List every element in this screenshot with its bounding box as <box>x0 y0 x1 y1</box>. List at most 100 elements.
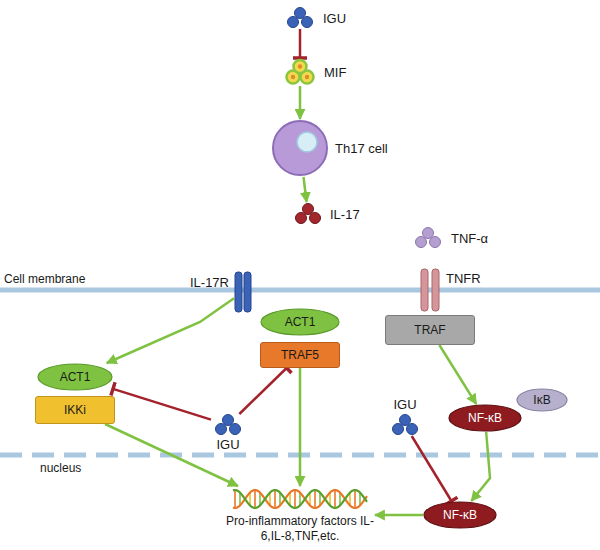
dna-base-pair <box>294 490 296 508</box>
oval-shape <box>424 502 496 528</box>
node-label: Th17 cell <box>335 141 388 156</box>
molecule-dot <box>230 424 241 435</box>
protein-oval: NF-κB <box>423 501 497 529</box>
drug-molecule-icon <box>211 414 245 436</box>
drug-molecule: IGU <box>388 414 422 436</box>
protein-box: IKKi <box>35 396 115 424</box>
molecule-dot <box>303 204 314 215</box>
dna-base-pair <box>314 490 316 508</box>
cytokine-molecule-icon <box>411 227 445 249</box>
node-text: ACT1 <box>60 370 91 384</box>
inhibition-connector <box>113 389 211 420</box>
node-label: IGU <box>216 437 239 452</box>
dna-base-pair <box>354 490 356 508</box>
node-label: TNF-α <box>451 231 488 246</box>
node-label: IL-17 <box>330 207 360 222</box>
receptor-chain <box>421 269 428 311</box>
activation-arrow <box>105 424 238 486</box>
cell-membrane-band <box>0 288 600 293</box>
molecule-dot <box>310 213 321 224</box>
node-label: IGU <box>393 397 416 412</box>
node-label: IGU <box>323 11 346 26</box>
oval-shape <box>261 309 339 335</box>
inhibition-connector <box>239 368 286 414</box>
molecule-core <box>298 64 302 68</box>
molecule-dot <box>294 60 307 73</box>
receptor-chain <box>432 269 439 311</box>
protein-oval: IκB <box>516 388 568 412</box>
protein-oval: NF-κB <box>448 404 522 432</box>
activation-arrow <box>375 514 423 517</box>
dna-base-pair <box>334 490 336 508</box>
node-text: Pro-inflammatory factors IL-6,IL-8,TNF,e… <box>225 514 375 544</box>
molecule-dot <box>216 424 227 435</box>
molecule-dot <box>416 237 427 248</box>
cytokine-molecule-icon <box>292 202 324 226</box>
protein-box: TRAF <box>385 315 475 345</box>
dna-strand <box>233 490 367 508</box>
oval-shape <box>517 389 567 411</box>
activation-arrow <box>107 298 234 363</box>
molecule-core <box>305 75 309 79</box>
protein-oval: ACT1 <box>37 363 113 391</box>
dna-base-pair <box>234 490 236 508</box>
receptor-symbol-icon <box>234 271 252 313</box>
molecule-dot <box>295 8 306 19</box>
dna-illustration <box>225 486 375 512</box>
activation-arrow <box>299 368 302 486</box>
cytokine-molecule: IL-17 <box>292 202 324 226</box>
molecule-dot <box>407 424 418 435</box>
inhibition-connector <box>412 436 452 501</box>
inhibition-connector <box>299 29 302 58</box>
drug-molecule: IGU <box>211 414 245 436</box>
dna-base-pair <box>274 490 276 508</box>
cell-nucleus <box>297 132 317 152</box>
drug-molecule: IGU <box>283 7 317 29</box>
molecule-dot <box>288 17 299 28</box>
node-text: TRAF <box>414 323 445 337</box>
activation-arrow <box>299 86 302 119</box>
node-text: NF-κB <box>468 411 502 425</box>
drug-molecule-icon <box>283 7 317 29</box>
node-text: TRAF5 <box>281 348 319 362</box>
molecule-core <box>291 75 295 79</box>
oval-shape <box>449 405 521 431</box>
dna-strand <box>233 490 367 508</box>
molecule-dot <box>430 237 441 248</box>
molecule-dot <box>423 228 434 239</box>
drug-molecule-icon <box>388 414 422 436</box>
protein-box: TRAF5 <box>260 342 340 368</box>
activation-arrow <box>304 177 307 202</box>
receptor-symbol: TNFR <box>420 268 440 312</box>
region-label: nucleus <box>40 461 81 475</box>
cell-icon: Th17 cell <box>271 119 329 177</box>
activation-arrow <box>471 432 490 501</box>
receptor-symbol: IL-17R <box>234 271 252 313</box>
cytokine-molecule: MIF <box>282 58 318 86</box>
cytokine-molecule-icon <box>282 58 318 86</box>
node-label: MIF <box>324 65 346 80</box>
receptor-chain <box>244 272 251 312</box>
dna-helix: Pro-inflammatory factors IL-6,IL-8,TNF,e… <box>225 486 375 544</box>
molecule-dot <box>296 213 307 224</box>
molecule-dot <box>302 17 313 28</box>
node-text: NF-κB <box>443 508 477 522</box>
cytokine-molecule: TNF-α <box>411 227 445 249</box>
cell-body <box>273 121 327 175</box>
molecule-dot <box>393 424 404 435</box>
node-text: ACT1 <box>285 315 316 329</box>
molecule-dot <box>223 415 234 426</box>
node-label: TNFR <box>446 271 481 286</box>
region-label: Cell membrane <box>4 272 85 286</box>
node-text: IKKi <box>64 403 86 417</box>
cell-icon-icon <box>271 119 329 177</box>
node-label: IL-17R <box>190 275 229 290</box>
oval-shape <box>38 364 112 390</box>
dna-base-pair <box>254 490 256 508</box>
receptor-symbol-icon <box>420 268 440 312</box>
node-text: IκB <box>533 393 550 407</box>
activation-arrow <box>439 345 476 404</box>
